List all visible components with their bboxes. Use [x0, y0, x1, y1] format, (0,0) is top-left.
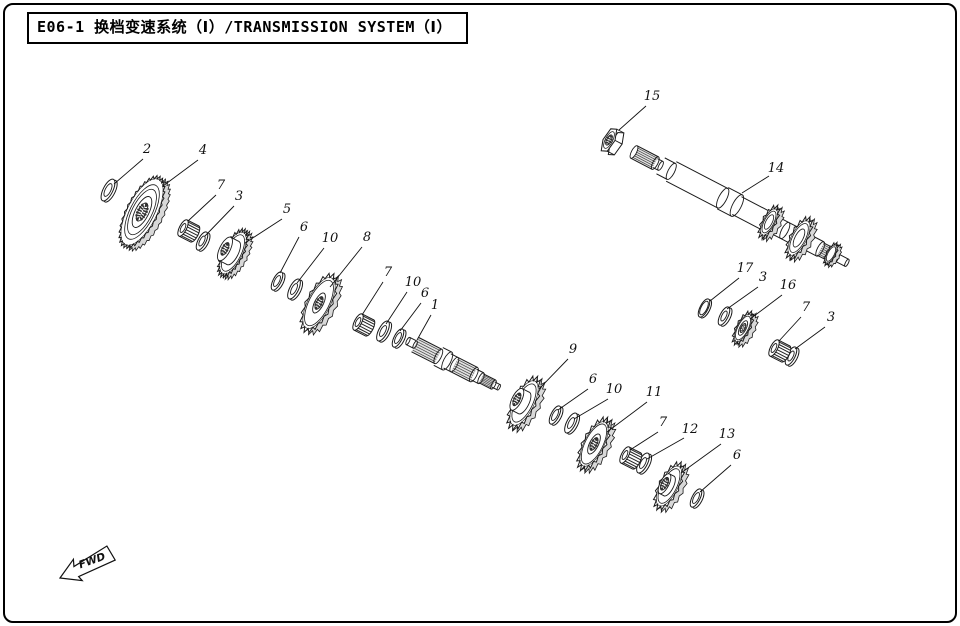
callout-label: 2 [142, 142, 151, 157]
callout-10: 10 [385, 275, 422, 325]
callout-6: 6 [399, 286, 429, 332]
callout-label: 8 [363, 230, 371, 245]
page-title: E06-1 换档变速系统（Ⅰ）/TRANSMISSION SYSTEM（Ⅰ） [37, 18, 452, 36]
callout-2: 2 [113, 142, 151, 185]
callout-label: 12 [682, 422, 699, 437]
callout-label: 7 [217, 178, 226, 193]
callout-label: 6 [589, 372, 597, 387]
part-10-washer-b [376, 320, 393, 343]
sheet-border [3, 3, 957, 623]
part-7-bushing-b [352, 313, 376, 337]
callout-7: 7 [629, 415, 668, 451]
callout-16: 16 [749, 278, 797, 320]
callout-3: 3 [726, 270, 767, 310]
callout-label: 3 [827, 310, 835, 325]
callout-label: 6 [733, 448, 741, 463]
callout-11: 11 [606, 385, 663, 433]
callout-label: 3 [235, 189, 243, 204]
callout-label: 10 [322, 231, 339, 246]
callout-10: 10 [573, 382, 623, 420]
callout-label: 7 [802, 300, 811, 315]
callout-label: 6 [421, 286, 429, 301]
part-14-output-shaft [629, 145, 850, 267]
part-14-end-gear [822, 240, 843, 269]
part-3-washer-a [195, 231, 211, 252]
callout-17: 17 [709, 261, 754, 302]
callout-9: 9 [538, 342, 577, 390]
part-6-washer-a [270, 271, 286, 292]
callout-3: 3 [204, 189, 243, 237]
title-box: E06-1 换档变速系统（Ⅰ）/TRANSMISSION SYSTEM（Ⅰ） [27, 12, 468, 44]
part-10-washer-c [564, 412, 581, 435]
part-16-gear [731, 309, 759, 349]
callout-6: 6 [699, 448, 741, 493]
callout-label: 9 [569, 342, 577, 357]
part-5-gear [216, 226, 254, 282]
part-3-washer-b [717, 306, 733, 327]
part-6-washer-c [548, 405, 564, 426]
callout-label: 17 [737, 261, 754, 276]
part-2-washer [100, 178, 118, 203]
part-14-gear-large [784, 215, 818, 264]
part-15-nut [600, 128, 625, 156]
part-14-gear-small [757, 203, 786, 243]
callout-6: 6 [279, 220, 308, 274]
part-13-gear [652, 460, 690, 514]
callout-13: 13 [680, 427, 736, 474]
callout-7: 7 [187, 178, 226, 222]
callout-label: 5 [283, 202, 291, 217]
callout-label: 10 [606, 382, 623, 397]
fwd-arrow-shape [58, 545, 117, 582]
part-6-washer-b [391, 328, 407, 349]
part-17-ring [697, 298, 713, 319]
part-10-washer-a [287, 278, 304, 301]
callout-14: 14 [741, 161, 785, 194]
callout-5: 5 [244, 202, 291, 244]
fwd-arrow: FWD [58, 545, 117, 582]
callout-4: 4 [162, 143, 207, 187]
part-7-bushing-a [177, 219, 201, 243]
callout-7: 7 [361, 265, 393, 316]
part-7-bushing-c [619, 446, 643, 470]
callout-3: 3 [794, 310, 835, 350]
callout-8: 8 [329, 230, 371, 288]
callout-label: 13 [719, 427, 736, 442]
callout-label: 10 [405, 275, 422, 290]
callout-label: 6 [300, 220, 308, 235]
part-7-bushing-d [768, 339, 792, 363]
part-1-main-shaft [405, 336, 502, 391]
callout-15: 15 [618, 89, 661, 131]
callout-7: 7 [778, 300, 811, 342]
callout-label: 4 [198, 143, 207, 158]
callout-label: 15 [644, 89, 661, 104]
callout-label: 16 [780, 278, 797, 293]
callout-label: 7 [659, 415, 668, 430]
callout-label: 1 [431, 298, 439, 313]
part-8-gear [299, 272, 344, 336]
part-6-washer-d [689, 488, 705, 509]
callout-label: 11 [646, 385, 663, 400]
part-9-gear [505, 374, 547, 434]
parts-layer [100, 128, 850, 514]
callout-label: 3 [759, 270, 767, 285]
callout-12: 12 [646, 422, 699, 460]
part-11-gear [575, 415, 617, 475]
callout-1: 1 [416, 298, 439, 341]
callout-10: 10 [296, 231, 339, 284]
callout-label: 7 [384, 265, 393, 280]
callout-6: 6 [557, 372, 597, 411]
part-4-gear [118, 174, 171, 253]
callout-label: 14 [768, 161, 785, 176]
